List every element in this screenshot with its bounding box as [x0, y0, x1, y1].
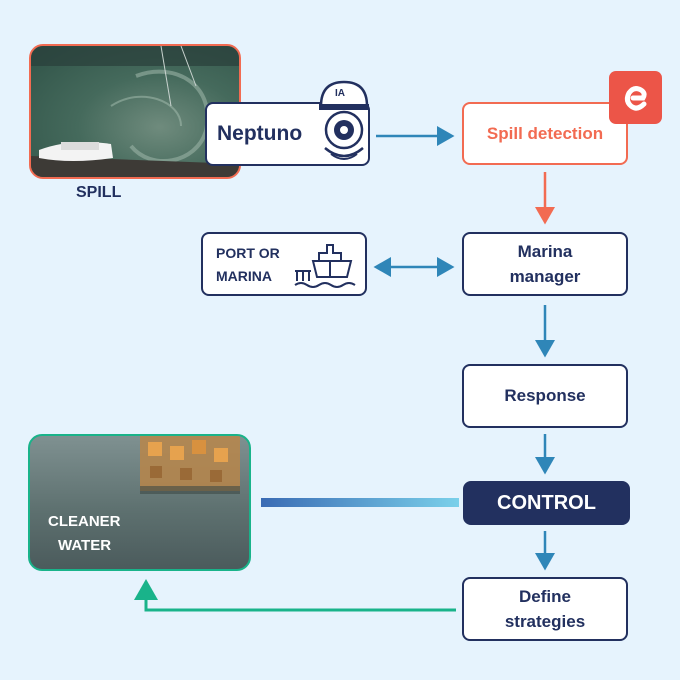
- cleaner-label-line2: WATER: [58, 537, 112, 554]
- arrow-define-to-cleaner: [134, 579, 456, 612]
- ia-badge: IA: [335, 88, 345, 99]
- define-strategies-node: Define strategies: [462, 577, 628, 641]
- port-label-line1: PORT OR: [216, 245, 280, 261]
- marina-manager-line1: Marina: [517, 242, 573, 261]
- spill-detection-label: Spill detection: [486, 123, 604, 143]
- marina-manager-node: Marina manager: [462, 232, 628, 296]
- define-line2: strategies: [504, 612, 586, 631]
- control-to-cleaner-bar: [261, 498, 459, 507]
- neptuno-label: Neptuno: [217, 122, 303, 145]
- cleaner-label-line1: CLEANER: [48, 513, 121, 530]
- ship-icon: [294, 244, 356, 288]
- define-line1: Define: [519, 587, 571, 606]
- response-label: Response: [504, 386, 586, 405]
- spill-detection-node: Spill detection: [462, 102, 628, 165]
- response-node: Response: [462, 364, 628, 428]
- control-label: CONTROL: [497, 491, 596, 514]
- marina-manager-line2: manager: [509, 267, 581, 286]
- cleaner-water-photo: CLEANER WATER: [28, 434, 251, 571]
- spill-caption: SPILL: [76, 184, 122, 201]
- camera-ia-icon: IA: [315, 78, 373, 166]
- port-label-line2: MARINA: [216, 268, 272, 284]
- port-marina-node: PORT OR MARINA: [201, 232, 367, 296]
- logo-icon: [609, 71, 662, 124]
- control-node: CONTROL: [463, 481, 630, 525]
